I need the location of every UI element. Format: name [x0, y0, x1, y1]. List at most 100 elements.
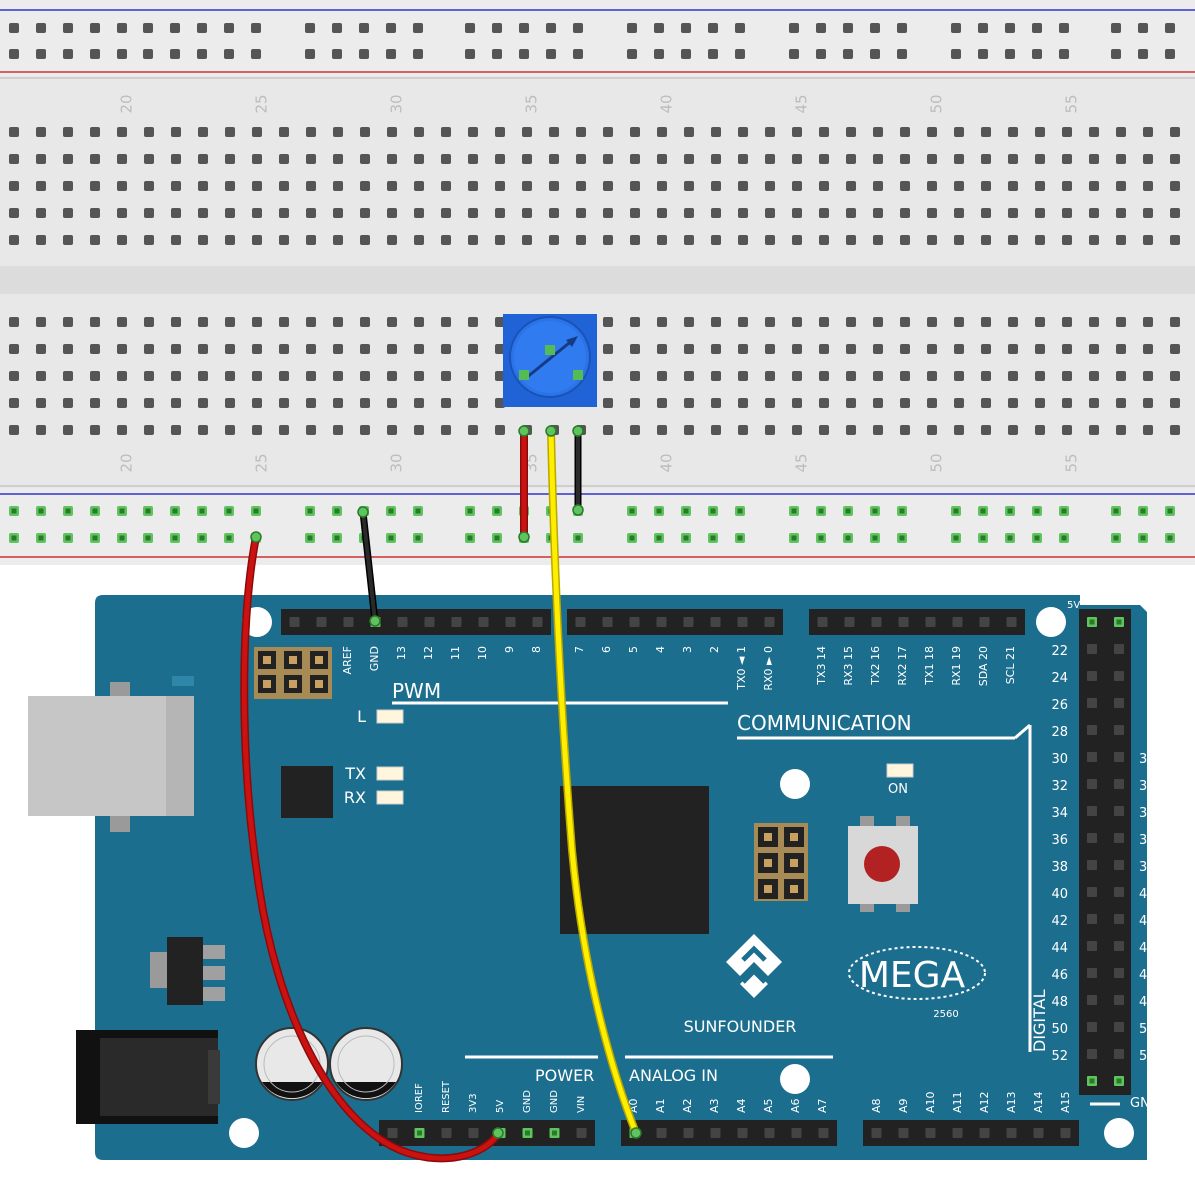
header-pin[interactable]	[979, 1128, 990, 1138]
header-pin[interactable]	[1087, 644, 1097, 654]
header-pin[interactable]	[1087, 860, 1097, 870]
header-pin[interactable]	[505, 617, 516, 627]
header-pin[interactable]	[764, 1128, 775, 1138]
header-pin[interactable]	[1087, 1022, 1097, 1032]
header-pin[interactable]	[1114, 725, 1124, 735]
header-pin[interactable]	[1087, 752, 1097, 762]
header-pin[interactable]	[710, 1128, 721, 1138]
header-pin[interactable]	[1114, 1022, 1124, 1032]
breadboard-hole	[9, 181, 19, 191]
header-pin[interactable]	[451, 617, 462, 627]
header-pin[interactable]	[898, 617, 909, 627]
header-pin[interactable]	[1114, 833, 1124, 843]
breadboard-hole	[765, 127, 775, 137]
header-pin[interactable]	[343, 617, 354, 627]
header-pin[interactable]	[1060, 1128, 1071, 1138]
header-pin[interactable]	[1114, 995, 1124, 1005]
header-pin[interactable]	[1114, 1049, 1124, 1059]
breadboard-hole	[846, 425, 856, 435]
header-pin[interactable]	[1087, 725, 1097, 735]
header-pin[interactable]	[656, 1128, 667, 1138]
header-pin[interactable]	[737, 1128, 748, 1138]
header-pin[interactable]	[289, 617, 300, 627]
header-pin[interactable]	[1114, 968, 1124, 978]
breadboard-hole	[333, 371, 343, 381]
header-pin[interactable]	[871, 617, 882, 627]
header-pin[interactable]	[952, 617, 963, 627]
header-pin[interactable]	[844, 617, 855, 627]
header-pin[interactable]	[1114, 698, 1124, 708]
breadboard-hole	[117, 235, 127, 245]
header-pin[interactable]	[397, 617, 408, 627]
header-pin[interactable]	[683, 617, 694, 627]
header-pin[interactable]	[818, 1128, 829, 1138]
header-pin[interactable]	[817, 617, 828, 627]
breadboard-hole	[1035, 181, 1045, 191]
header-pin[interactable]	[602, 617, 613, 627]
header-pin[interactable]	[532, 617, 543, 627]
header-pin[interactable]	[1087, 806, 1097, 816]
header-pin[interactable]	[441, 1128, 452, 1138]
header-pin[interactable]	[1087, 698, 1097, 708]
breadboard-hole	[657, 317, 667, 327]
header-pin[interactable]	[737, 617, 748, 627]
header-pin[interactable]	[683, 1128, 694, 1138]
header-pin[interactable]	[1087, 671, 1097, 681]
header-pin[interactable]	[656, 617, 667, 627]
header-pin[interactable]	[1087, 779, 1097, 789]
header-pin[interactable]	[1114, 914, 1124, 924]
header-pin[interactable]	[925, 1128, 936, 1138]
breadboard-hole	[1170, 317, 1180, 327]
breadboard-hole	[171, 208, 181, 218]
header-pin[interactable]	[1033, 1128, 1044, 1138]
header-pin[interactable]	[575, 617, 586, 627]
breadboard-hole	[981, 127, 991, 137]
header-pin[interactable]	[1087, 941, 1097, 951]
header-pin[interactable]	[1114, 887, 1124, 897]
header-pin[interactable]	[1087, 1049, 1097, 1059]
potentiometer[interactable]	[503, 314, 597, 407]
header-pin[interactable]	[1006, 617, 1017, 627]
header-pin[interactable]	[1006, 1128, 1017, 1138]
header-pin[interactable]	[478, 617, 489, 627]
header-pin[interactable]	[1114, 671, 1124, 681]
header-pin[interactable]	[468, 1128, 479, 1138]
breadboard-hole	[360, 208, 370, 218]
header-pin[interactable]	[979, 617, 990, 627]
header-pin[interactable]	[1114, 860, 1124, 870]
header-pin[interactable]	[1087, 914, 1097, 924]
breadboard-hole	[144, 398, 154, 408]
breadboard-hole	[495, 317, 505, 327]
header-pin[interactable]	[1114, 779, 1124, 789]
pwm-label: PWM	[392, 679, 441, 703]
header-pin[interactable]	[871, 1128, 882, 1138]
breadboard-hole	[306, 208, 316, 218]
breadboard-hole	[198, 208, 208, 218]
breadboard-hole	[1008, 235, 1018, 245]
header-pin[interactable]	[710, 617, 721, 627]
header-pin[interactable]	[791, 1128, 802, 1138]
header-pin[interactable]	[1114, 806, 1124, 816]
header-pin[interactable]	[1087, 833, 1097, 843]
header-pin[interactable]	[629, 617, 640, 627]
header-pin[interactable]	[387, 1128, 398, 1138]
breadboard-hole	[225, 425, 235, 435]
breadboard-hole	[954, 235, 964, 245]
header-pin[interactable]	[898, 1128, 909, 1138]
breadboard-hole	[657, 371, 667, 381]
header-pin[interactable]	[1087, 887, 1097, 897]
header-pin[interactable]	[316, 617, 327, 627]
header-pin[interactable]	[1087, 968, 1097, 978]
breadboard-hole	[549, 181, 559, 191]
breadboard-hole	[981, 425, 991, 435]
reset-button[interactable]	[848, 816, 918, 912]
header-pin[interactable]	[925, 617, 936, 627]
header-pin[interactable]	[576, 1128, 587, 1138]
header-pin[interactable]	[1114, 941, 1124, 951]
header-pin[interactable]	[424, 617, 435, 627]
header-pin[interactable]	[1114, 752, 1124, 762]
header-pin[interactable]	[1087, 995, 1097, 1005]
header-pin[interactable]	[952, 1128, 963, 1138]
header-pin[interactable]	[1114, 644, 1124, 654]
header-pin[interactable]	[764, 617, 775, 627]
